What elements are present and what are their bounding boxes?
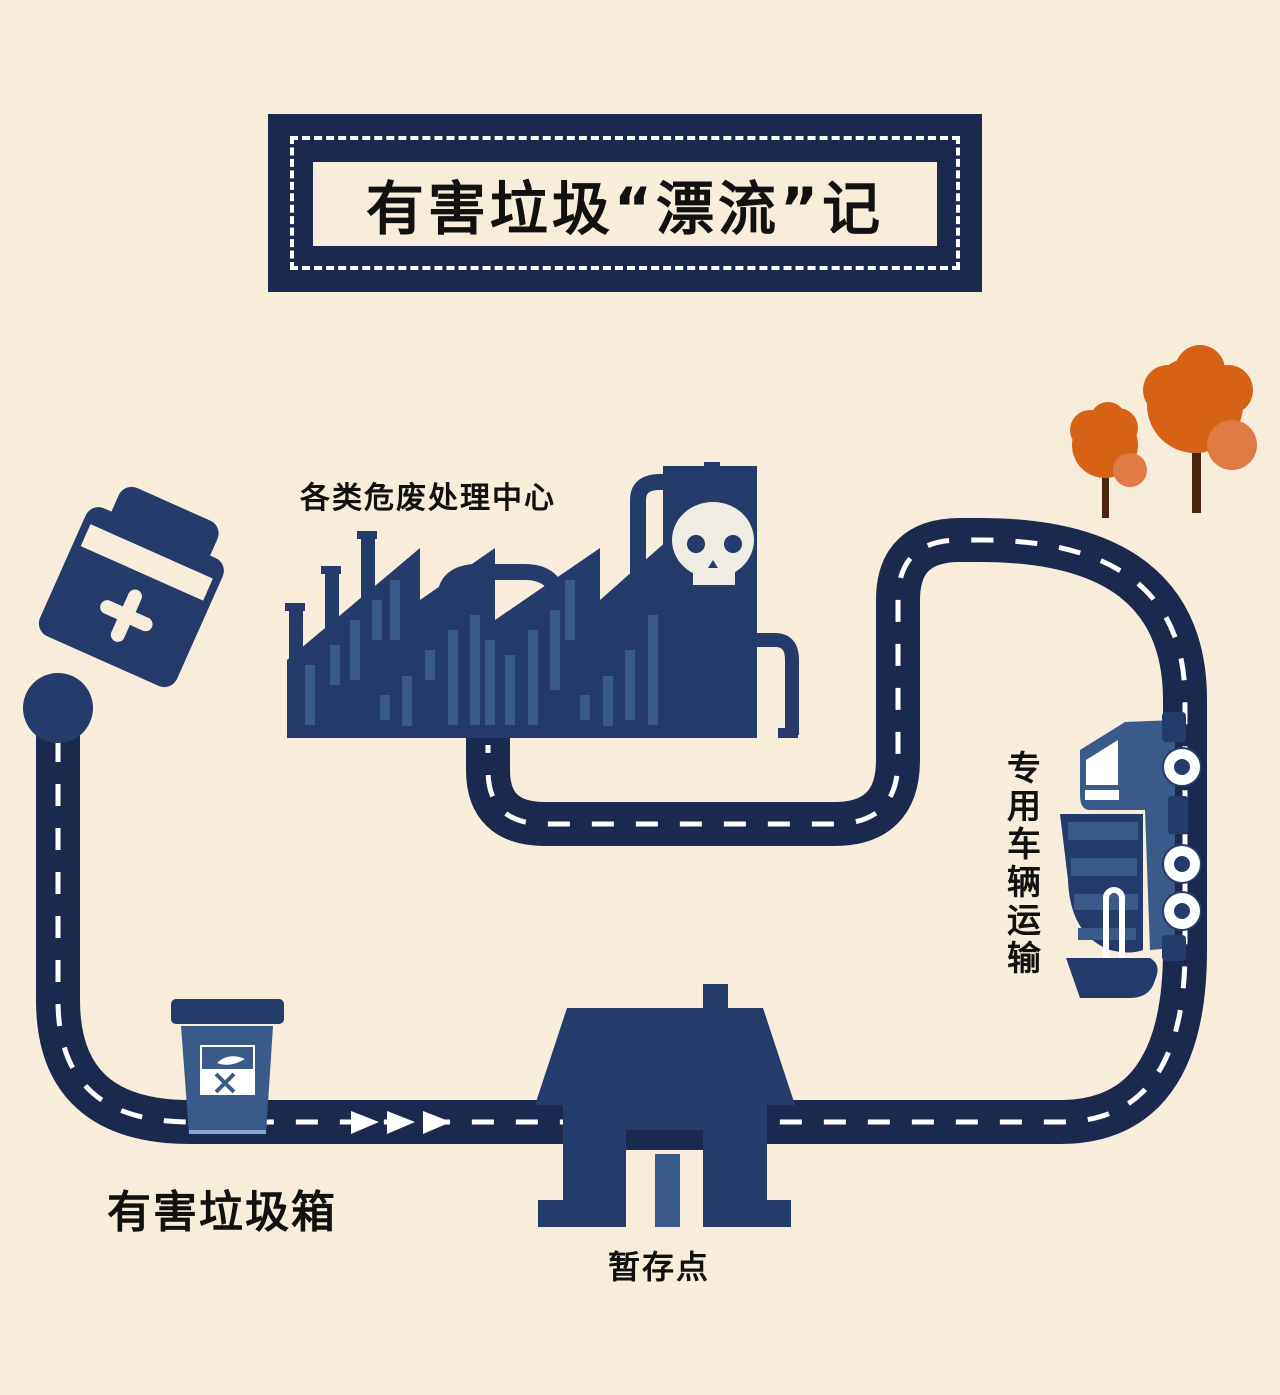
hazardous-bin-icon [171, 999, 284, 1134]
tree-icon [1070, 345, 1257, 518]
temporary-storage-label: 暂存点 [608, 1248, 711, 1286]
title-panel: 有害垃圾“漂流”记 [313, 162, 937, 246]
page-title: 有害垃圾“漂流”记 [365, 175, 885, 243]
direction-arrows-icon [351, 1111, 451, 1134]
garbage-truck-icon [1060, 712, 1202, 998]
storage-house-icon [535, 984, 795, 1227]
title-banner: 有害垃圾“漂流”记 [268, 114, 982, 292]
vehicle-transport-label: 专用车辆运输 [1007, 749, 1041, 979]
skull-icon [672, 502, 754, 585]
hazardous-bin-label: 有害垃圾箱 [107, 1187, 337, 1238]
medicine-bottle-icon [38, 486, 224, 688]
start-point-icon [23, 673, 93, 743]
treatment-center-label: 各类危废处理中心 [300, 481, 556, 516]
title-dashed-border [290, 136, 960, 270]
road [36, 518, 1207, 1144]
